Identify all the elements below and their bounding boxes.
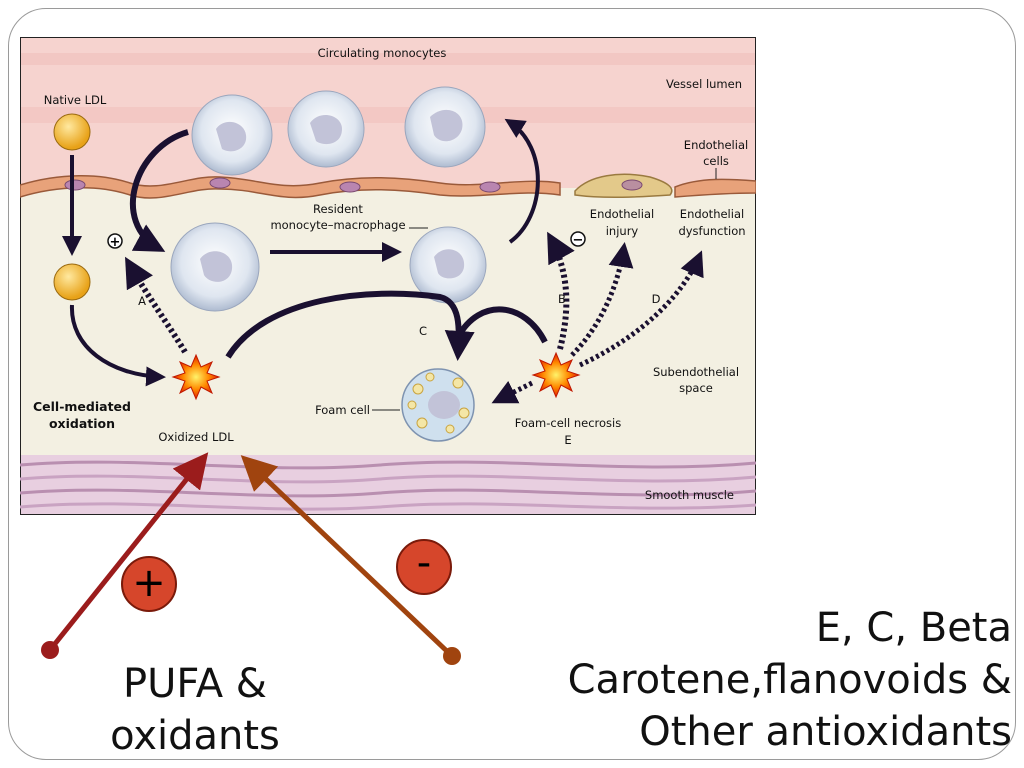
pufa-caption: PUFA & oxidants [70, 658, 320, 762]
subendothelial-label-1: Subendothelial [653, 365, 739, 379]
pathway-arrows [62, 118, 704, 404]
antioxidant-caption-line-2: Carotene,flanovoids & [567, 657, 1012, 703]
path-label-b: B [558, 292, 566, 306]
promote-sign: + [107, 233, 123, 250]
necrosis-star [531, 351, 581, 399]
svg-text:+: + [110, 235, 121, 250]
leader-lines [372, 168, 717, 411]
native-ldl-label: Native LDL [44, 93, 107, 107]
smooth-muscle-label: Smooth muscle [645, 488, 734, 502]
circulating-monocyte [287, 90, 365, 168]
endothelial-cells-label-2: cells [703, 154, 729, 168]
circulating-monocyte [404, 86, 486, 168]
endothelial-dysfunction-label-1: Endothelial [680, 207, 744, 221]
path-label-c: C [419, 324, 427, 338]
foam-cell-necrosis-label: Foam-cell necrosis [515, 416, 621, 430]
antioxidant-caption: E, C, Beta Carotene,flanovoids & Other a… [452, 602, 1012, 758]
resident-label-2: monocyte–macrophage [270, 218, 405, 232]
cell-mediated-label-2: oxidation [49, 416, 115, 431]
circulating-monocytes-label: Circulating monocytes [318, 46, 447, 60]
path-label-e: E [564, 433, 571, 447]
endothelial-dysfunction-label-2: dysfunction [678, 224, 745, 238]
pufa-caption-line-2: oxidants [110, 713, 280, 759]
native-ldl-particle [53, 113, 91, 151]
path-label-d: D [652, 292, 661, 306]
pufa-caption-line-1: PUFA & [122, 661, 267, 707]
endothelial-cells-label-1: Endothelial [684, 138, 748, 152]
cell-mediated-label-1: Cell-mediated [33, 399, 131, 414]
minus-badge: - [396, 539, 452, 595]
resident-macrophage-cell [170, 222, 260, 312]
resident-macrophage-cell [409, 226, 487, 304]
foam-cell-label: Foam cell [315, 403, 370, 417]
endothelial-injury-label-1: Endothelial [590, 207, 654, 221]
plus-badge: + [121, 556, 177, 612]
endothelial-injury-label-2: injury [606, 224, 639, 238]
atherosclerosis-diagram: + − Circulating monocytes Vessel lumen N… [19, 36, 757, 516]
ldl-particle [53, 263, 91, 301]
circulating-monocyte [191, 94, 273, 176]
svg-text:−: − [573, 233, 584, 248]
oxidized-ldl-star [171, 353, 221, 401]
antioxidant-caption-line-3: Other antioxidants [639, 709, 1012, 755]
path-label-a: A [138, 294, 146, 308]
endothelial-layer [19, 173, 757, 199]
foam-cell-graphic [401, 368, 475, 442]
oxidized-ldl-label: Oxidized LDL [158, 430, 234, 444]
vessel-lumen-label: Vessel lumen [666, 77, 742, 91]
smooth-muscle-layer [19, 455, 757, 514]
resident-label-1: Resident [313, 202, 363, 216]
subendothelial-label-2: space [679, 381, 713, 395]
inhibit-sign: − [570, 231, 586, 248]
antioxidant-caption-line-1: E, C, Beta [815, 605, 1012, 651]
